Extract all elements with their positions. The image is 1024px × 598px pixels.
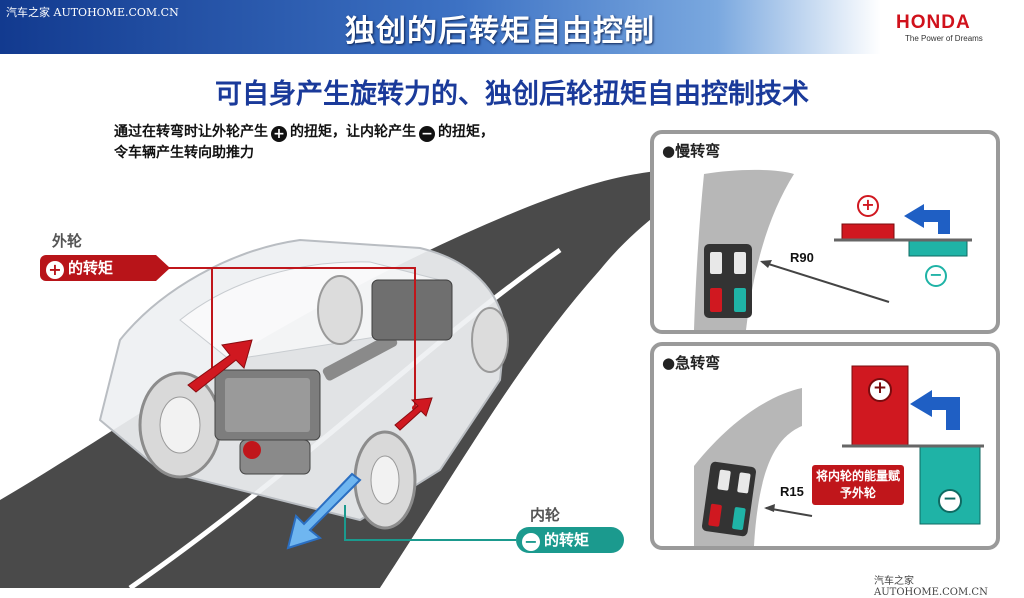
energy-transfer-callout: 将内轮的能量赋予外轮 bbox=[812, 465, 904, 505]
outer-leader-line-2 bbox=[212, 267, 416, 408]
slow-turn-radius-label: R90 bbox=[790, 250, 814, 265]
plus-icon: + bbox=[872, 378, 888, 398]
inner-wheel-label: 内轮 bbox=[530, 506, 561, 524]
slow-turn-rear-inner-wheel bbox=[734, 288, 746, 312]
sharp-turn-diagram bbox=[694, 365, 984, 546]
inner-torque-arrow bbox=[286, 472, 362, 550]
rear-left-rim bbox=[159, 396, 201, 454]
header-banner bbox=[0, 0, 1024, 54]
brand-logo: HONDA bbox=[896, 12, 971, 33]
outer-torque-label: 的转矩 bbox=[68, 259, 114, 277]
slow-turn-panel: ●慢转弯 + − R90 bbox=[650, 130, 1000, 334]
bottom-watermark: 汽车之家 AUTOHOME.COM.CN bbox=[874, 576, 988, 598]
slow-turn-radius-arrowhead bbox=[760, 260, 772, 268]
outer-torque-arrow bbox=[187, 339, 253, 393]
plus-icon: + bbox=[46, 261, 64, 279]
description-part2: 的扭矩，让内轮产生 bbox=[290, 124, 416, 140]
battery-pack-top bbox=[225, 378, 310, 432]
sharp-turn-front-wheel bbox=[737, 472, 751, 494]
subtitle: 可自身产生旋转力的、独创后轮扭矩自由控制技术 bbox=[215, 79, 809, 110]
sharp-turn-title: ●急转弯 bbox=[662, 354, 721, 372]
slow-turn-plus-circle bbox=[857, 195, 879, 217]
slow-turn-minus-circle bbox=[925, 265, 947, 287]
inner-leader-line bbox=[344, 505, 516, 541]
slow-turn-minus-bar bbox=[908, 239, 968, 257]
plus-icon: + bbox=[271, 126, 287, 142]
engine bbox=[371, 279, 453, 341]
sharp-turn-plus-circle bbox=[868, 378, 892, 402]
rear-motor-red-part bbox=[243, 441, 261, 459]
minus-icon: − bbox=[522, 533, 540, 551]
description: 通过在转弯时让外轮产生+的扭矩，让内轮产生−的扭矩， 令车辆产生转向助推力 bbox=[114, 122, 594, 164]
slow-turn-radius-line bbox=[761, 261, 890, 303]
plus-icon: + bbox=[861, 195, 875, 214]
sharp-turn-radius-label: R15 bbox=[780, 484, 804, 499]
minus-icon: − bbox=[419, 126, 435, 142]
page-title: 独创的后转矩自由控制 bbox=[345, 14, 655, 49]
outer-torque-badge: +的转矩 bbox=[40, 255, 170, 281]
brand-tagline: The Power of Dreams bbox=[905, 34, 983, 43]
inner-torque-label: 的转矩 bbox=[544, 531, 590, 549]
drive-shaft bbox=[322, 333, 398, 381]
front-left-wheel bbox=[317, 275, 363, 345]
top-watermark: 汽车之家 AUTOHOME.COM.CN bbox=[6, 6, 179, 19]
sharp-turn-radius-arrowhead bbox=[764, 504, 775, 512]
slow-turn-blue-arrow bbox=[904, 204, 950, 234]
outer-wheel-label: 外轮 bbox=[52, 232, 83, 250]
rear-right-rim bbox=[370, 455, 400, 505]
inner-torque-badge: −的转矩 bbox=[516, 527, 624, 553]
description-part3: 的扭矩， bbox=[438, 124, 494, 140]
description-line2: 令车辆产生转向助推力 bbox=[114, 145, 254, 161]
sharp-turn-rear-outer-wheel bbox=[708, 503, 722, 527]
slow-turn-rear-outer-wheel bbox=[710, 288, 722, 312]
sharp-turn-minus-circle bbox=[938, 489, 962, 513]
slow-turn-plus-bar bbox=[841, 223, 895, 241]
front-right-wheel bbox=[471, 307, 509, 373]
sharp-turn-rear-inner-wheel bbox=[732, 507, 746, 530]
outer-torque-arrow-small bbox=[394, 397, 433, 431]
slow-turn-front-wheel bbox=[710, 252, 722, 274]
slow-turn-title: ●慢转弯 bbox=[662, 142, 721, 160]
sharp-turn-front-wheel bbox=[717, 469, 731, 491]
slow-turn-front-wheel bbox=[734, 252, 746, 274]
slow-turn-diagram bbox=[694, 169, 972, 330]
minus-icon: − bbox=[929, 265, 943, 284]
sharp-turn-panel: ●急转弯 + − R15 bbox=[650, 342, 1000, 550]
sharp-turn-plus-bar bbox=[851, 365, 909, 447]
minus-icon: − bbox=[942, 489, 958, 509]
sharp-turn-blue-arrow bbox=[910, 390, 960, 430]
description-part1: 通过在转弯时让外轮产生 bbox=[114, 124, 268, 140]
